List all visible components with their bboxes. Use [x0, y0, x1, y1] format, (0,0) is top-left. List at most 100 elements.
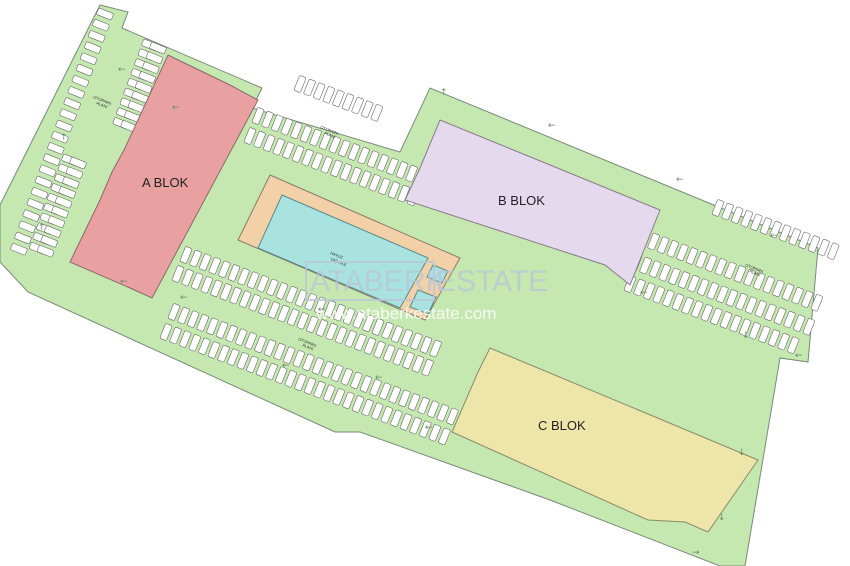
- parking-space: [39, 164, 57, 177]
- parking-space: [323, 384, 336, 402]
- kids-pool-small: [426, 264, 449, 284]
- parking-space: [59, 108, 77, 121]
- parking-space: [65, 166, 83, 179]
- parking-space: [350, 371, 363, 389]
- parking-space: [378, 177, 391, 195]
- parking-space: [177, 307, 190, 325]
- parking-space: [189, 250, 202, 268]
- parking-space: [783, 311, 796, 329]
- parking-space: [373, 341, 386, 359]
- parking-space: [658, 264, 671, 282]
- parking-space: [361, 100, 374, 118]
- parking-space: [359, 170, 372, 188]
- parking-space: [251, 107, 265, 125]
- parking-space: [10, 243, 28, 256]
- parking-space: [287, 308, 300, 326]
- kids-pool: [409, 289, 437, 315]
- parking-space: [58, 186, 76, 199]
- a-blok-label: A BLOK: [142, 175, 189, 190]
- parking-space: [296, 312, 309, 330]
- parking-space: [325, 323, 338, 341]
- parking-space: [342, 391, 355, 409]
- parking-space: [764, 303, 777, 321]
- parking-space: [376, 154, 389, 172]
- parking-label-left-sub: ALANI: [96, 100, 109, 109]
- parking-space: [75, 63, 94, 77]
- arrow-icon: ←: [118, 65, 126, 75]
- parking-space: [272, 138, 285, 156]
- arrow-icon: ←: [676, 175, 684, 185]
- parking-space: [266, 278, 279, 296]
- parking-space: [169, 327, 182, 345]
- parking-space: [191, 272, 204, 290]
- parking-space: [714, 258, 727, 276]
- parking-space: [677, 271, 691, 289]
- parking-space: [647, 233, 660, 251]
- parking-space: [328, 136, 341, 154]
- parking-space: [798, 231, 811, 249]
- parking-space: [323, 300, 337, 318]
- parking-space: [22, 209, 40, 222]
- parking-space: [210, 279, 223, 297]
- parking-space: [30, 187, 48, 200]
- parking-space: [802, 318, 815, 336]
- parking-space: [237, 268, 250, 286]
- watermark-brand-right: ESTATE: [436, 265, 548, 298]
- parking-space: [705, 254, 718, 272]
- parking-space: [267, 301, 281, 319]
- parking-spaces: [10, 7, 840, 445]
- parking-space: [409, 417, 422, 435]
- parking-space: [51, 131, 69, 144]
- parking-space: [92, 19, 110, 32]
- parking-space: [340, 368, 353, 386]
- parking-space: [239, 290, 252, 308]
- parking-space: [341, 93, 355, 111]
- parking-space: [367, 150, 380, 168]
- parking-space: [248, 294, 261, 312]
- parking-space: [793, 314, 806, 332]
- parking-space: [88, 30, 106, 43]
- parking-space: [668, 267, 681, 285]
- parking-space: [743, 269, 756, 287]
- parking-space: [236, 352, 249, 370]
- parking-space: [179, 330, 192, 348]
- parking-space: [379, 382, 392, 400]
- parking-space: [335, 326, 348, 344]
- parking-space: [411, 355, 425, 373]
- parking-space: [735, 293, 748, 311]
- parking-space: [280, 118, 293, 136]
- parking-space: [748, 322, 761, 340]
- parking-space: [352, 311, 365, 329]
- parking-space: [256, 275, 269, 293]
- parking-space: [391, 325, 404, 343]
- a-blok-building: [69, 54, 259, 299]
- parking-space: [827, 242, 840, 260]
- parking-space: [247, 271, 260, 289]
- c-blok-building: [451, 347, 759, 533]
- parking-space: [719, 311, 733, 329]
- parking-space: [706, 282, 719, 300]
- parking-space: [419, 420, 432, 438]
- parking-space: [171, 265, 185, 283]
- parking-space: [639, 257, 652, 275]
- parking-space: [681, 297, 694, 315]
- arrow-icon: →: [692, 548, 700, 558]
- parking-space: [55, 196, 73, 209]
- parking-space: [320, 156, 333, 174]
- parking-space: [349, 167, 362, 185]
- traffic-arrows: ← ↑ ↑ ← ↑ ← ← ← ← ↓ ↓ ↓ → ← ← ← ← ← ← ←: [38, 65, 803, 558]
- watermark-brand-left: ATABERK: [310, 265, 446, 298]
- parking-space: [351, 97, 364, 115]
- parking-space: [691, 300, 704, 318]
- parking-space: [810, 294, 823, 312]
- parking-space: [652, 286, 665, 304]
- parking-space: [787, 336, 800, 354]
- parking-space: [309, 129, 322, 147]
- parking-space: [745, 296, 758, 314]
- parking-space: [697, 278, 710, 296]
- parking-space: [781, 283, 795, 301]
- parking-space: [330, 159, 343, 177]
- parking-space: [436, 404, 449, 422]
- b-blok-building: [404, 119, 661, 286]
